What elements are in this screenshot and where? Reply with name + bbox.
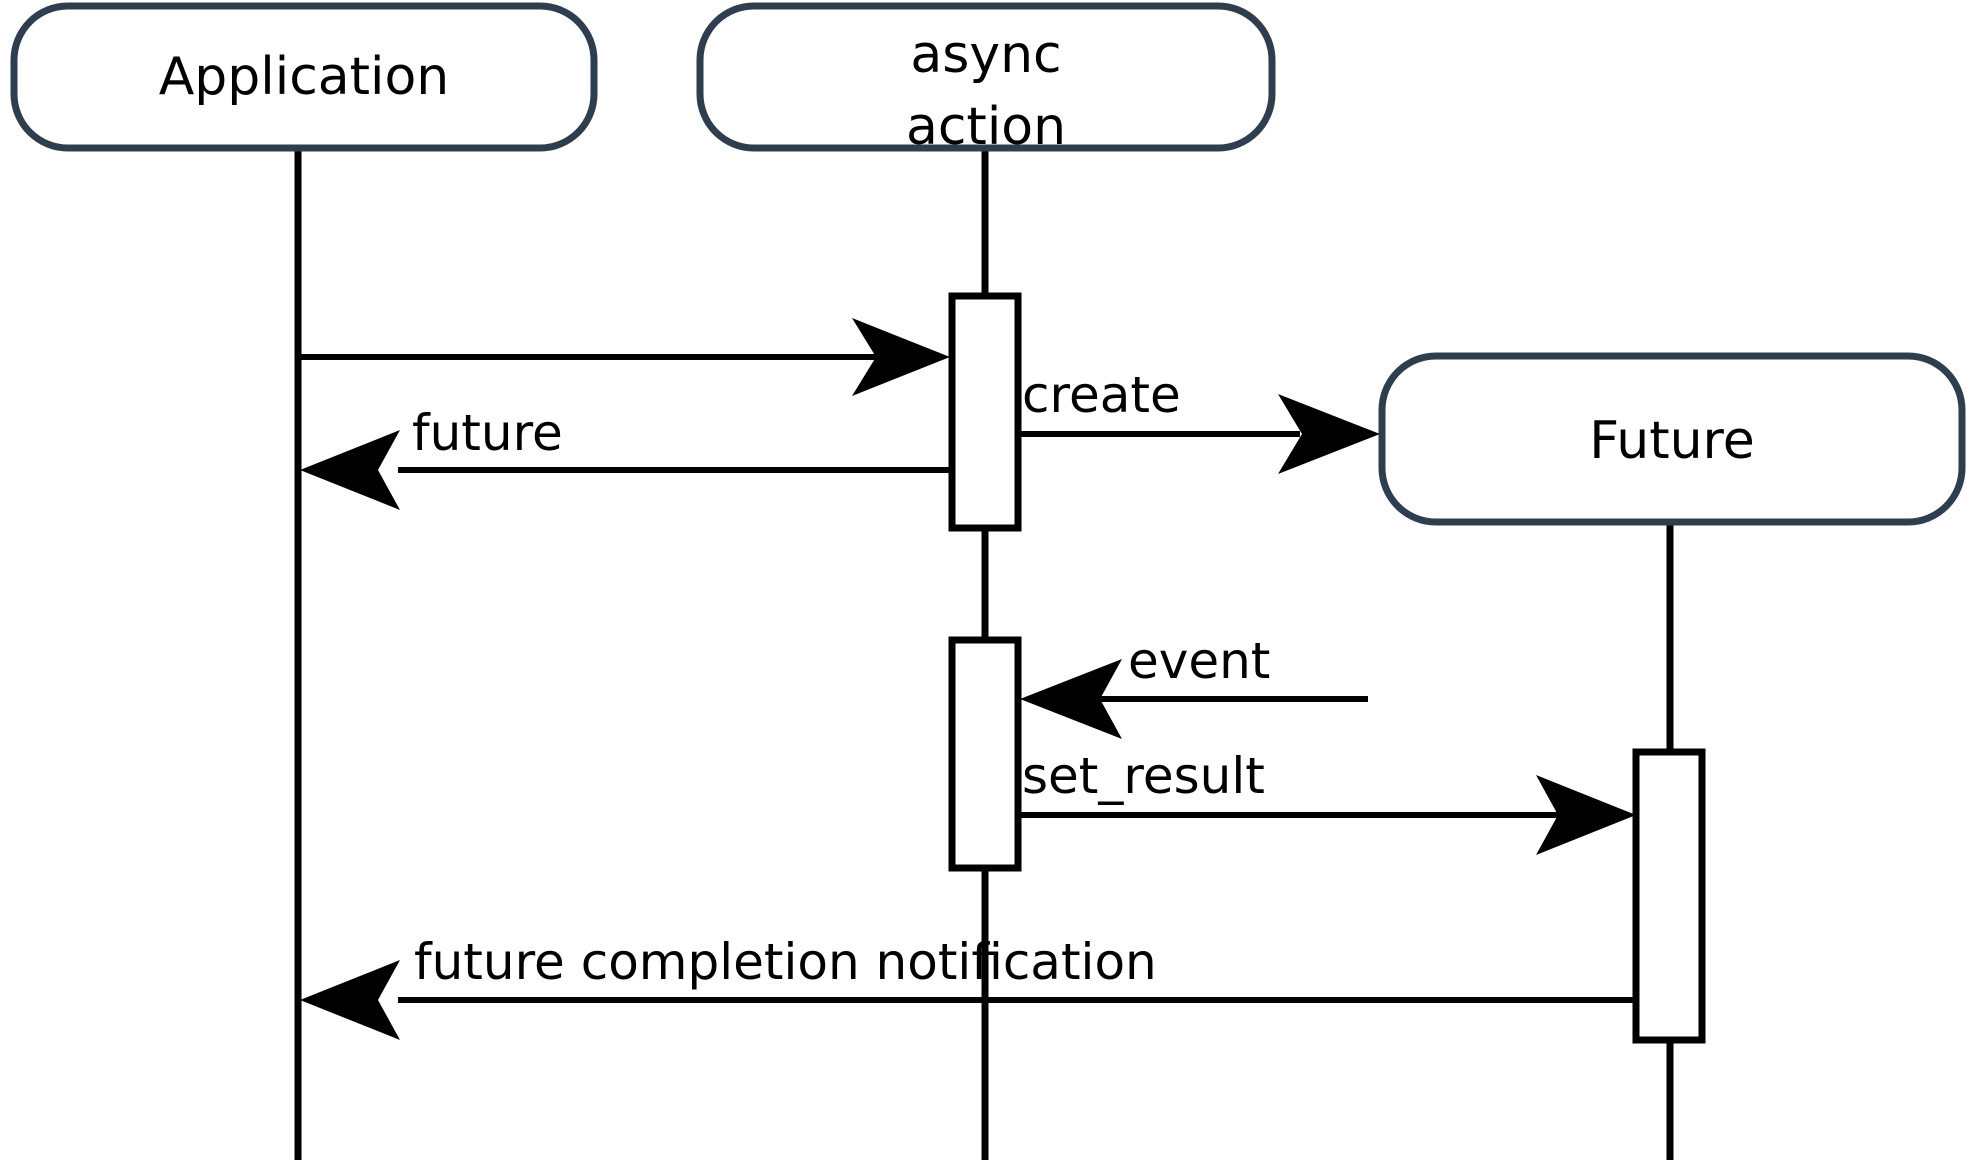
participant-future-box [1378, 352, 1966, 526]
participant-async-action[interactable]: async action [696, 2, 1276, 157]
participant-future[interactable]: Future [1378, 352, 1966, 526]
participant-future-label: Future [1589, 411, 1755, 471]
activation-future-1 [1632, 748, 1706, 1044]
message-request[interactable] [301, 318, 950, 396]
participant-application-label: Application [159, 47, 450, 107]
message-set-result[interactable]: set_result [1016, 747, 1636, 855]
arrowhead-right-icon [1536, 775, 1636, 855]
message-create[interactable]: create [1016, 366, 1380, 474]
participant-async-action-label-line1: async [910, 25, 1061, 85]
arrowhead-left-icon [300, 430, 400, 510]
arrowhead-right-icon [852, 318, 950, 396]
message-create-label: create [1022, 366, 1181, 424]
arrowhead-left-icon [300, 960, 400, 1040]
arrowhead-right-icon [1278, 394, 1380, 474]
participant-async-action-box [696, 2, 1276, 152]
arrowhead-left-icon [1020, 659, 1122, 739]
activation-async-action-2 [948, 636, 1022, 872]
participant-async-action-label-line2: action [906, 97, 1066, 157]
message-future-completion-notification-label: future completion notification [414, 933, 1157, 991]
participant-application-box [10, 2, 598, 152]
message-future-return[interactable]: future [300, 404, 950, 510]
message-future-return-label: future [412, 404, 563, 462]
activation-async-action-1 [948, 292, 1022, 532]
message-set-result-label: set_result [1022, 747, 1265, 805]
message-event[interactable]: event [1020, 632, 1368, 739]
message-event-label: event [1128, 632, 1270, 690]
participant-application[interactable]: Application [10, 2, 598, 152]
message-future-completion-notification[interactable]: future completion notification [300, 933, 1636, 1040]
